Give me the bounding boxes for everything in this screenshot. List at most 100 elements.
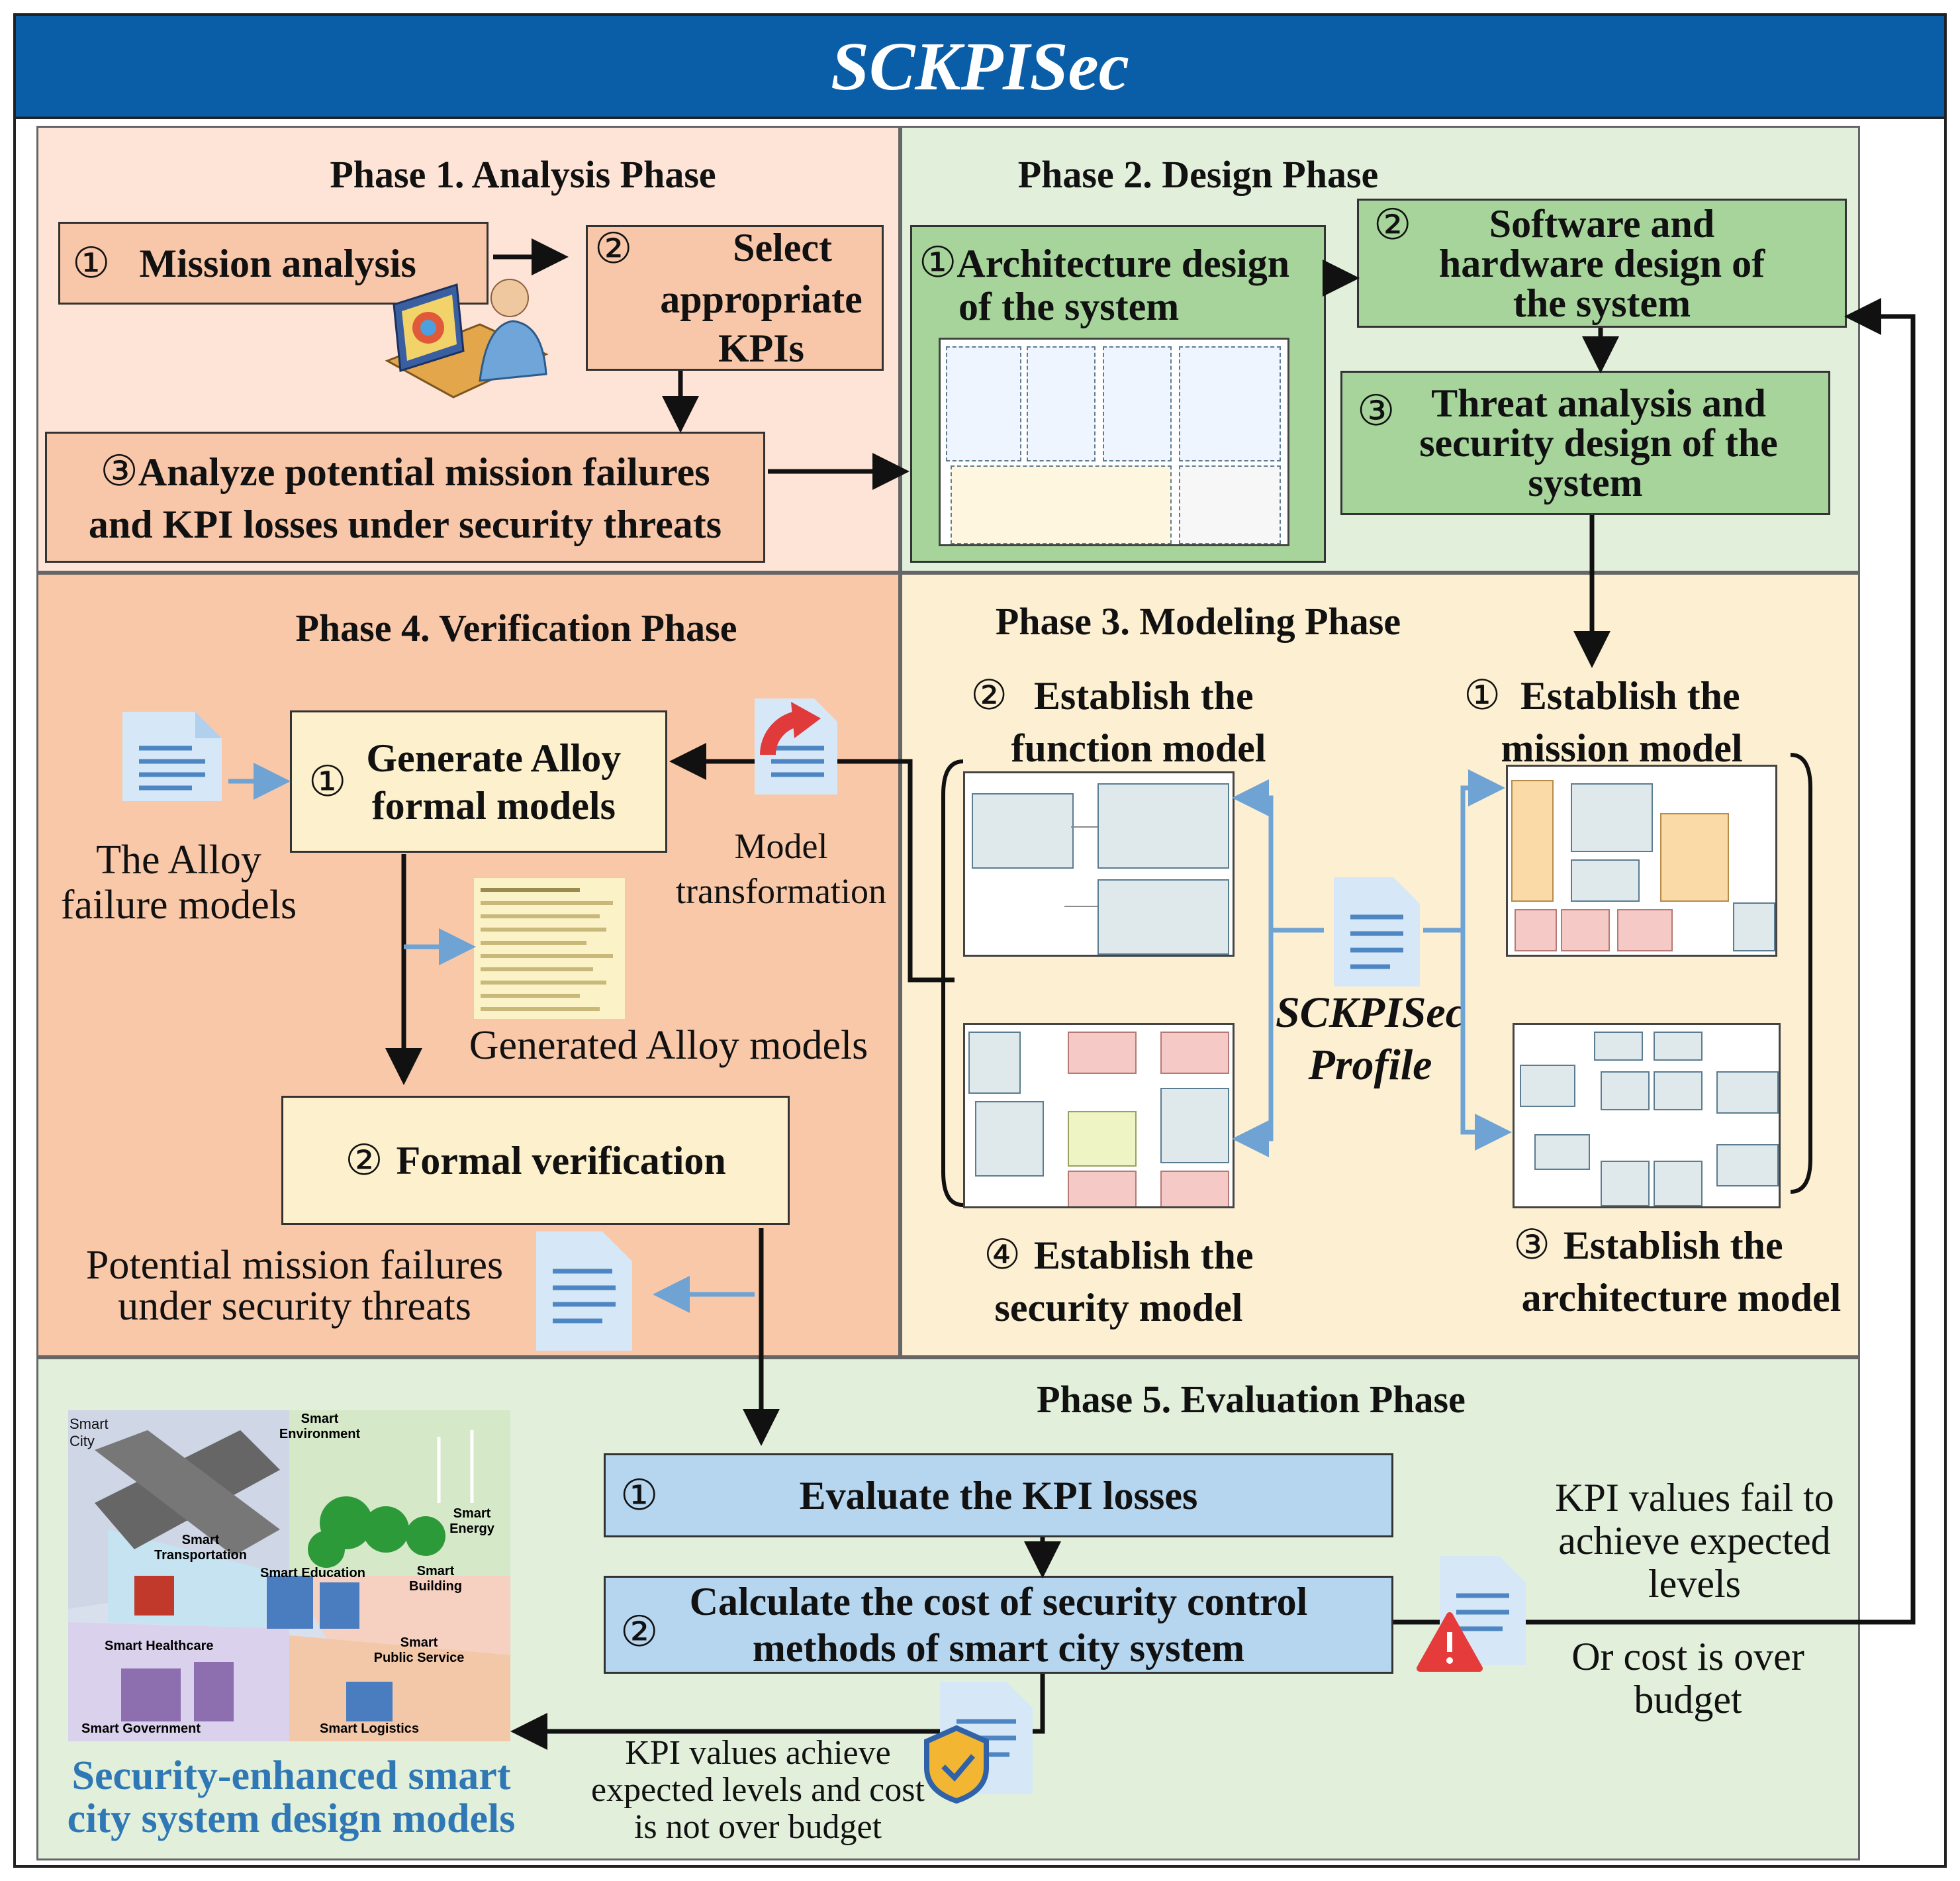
alloy-failure-line1: The Alloy (96, 838, 261, 883)
mission-analysis-box: ① Mission analysis (58, 222, 489, 305)
software-hardware-line3: the system (1513, 281, 1691, 325)
step-number: ② (620, 1608, 659, 1657)
evaluate-kpi-label: Evaluate the KPI losses (799, 1473, 1198, 1518)
calculate-cost-box: ② Calculate the cost of security control… (604, 1576, 1393, 1674)
label-smart-public-service: Smart Public Service (373, 1635, 465, 1665)
arrow-profile-to-mission (1423, 769, 1505, 933)
kpi-ok-label: KPI values achieve expected levels and c… (566, 1734, 950, 1847)
mission-analysis-label: Mission analysis (139, 241, 416, 285)
security-model-thumbnail (963, 1023, 1235, 1208)
architecture-design-line1: Architecture design (957, 242, 1290, 285)
generate-alloy-box: ① Generate Alloy formal models (290, 710, 667, 853)
or-line2: budget (1634, 1677, 1742, 1721)
analyze-failures-box: ③Analyze potential mission failures and … (45, 432, 765, 563)
security-model-label: ④ Establish the security model (947, 1228, 1291, 1333)
model-transform-line2: transformation (676, 871, 886, 911)
result-line1: Security-enhanced smart (71, 1753, 511, 1798)
mission-model-thumbnail (1506, 765, 1777, 957)
title-bar: SCKPISec (13, 13, 1947, 119)
label-smart-transportation: Smart Transportation (154, 1533, 247, 1563)
fail-line3: levels (1648, 1561, 1741, 1606)
select-kpis-box: ② Select appropriate KPIs (586, 225, 884, 371)
label-smart-city: Smart City (70, 1416, 109, 1449)
arrow-profile-to-function (1232, 779, 1324, 933)
phase3-title: Phase 3. Modeling Phase (995, 600, 1401, 643)
mission-model-line1: Establish the (1520, 674, 1740, 718)
mission-model-label: ① Establish the mission model (1417, 669, 1787, 774)
document-icon (536, 1231, 632, 1351)
formal-verification-box: ② Formal verification (281, 1096, 790, 1225)
phase4-title: Phase 4. Verification Phase (295, 606, 737, 650)
software-hardware-box: ② Software and hardware design of the sy… (1357, 199, 1847, 328)
function-model-line2: function model (1011, 726, 1266, 770)
analyze-failures-line2: and KPI losses under security threats (88, 503, 722, 546)
label-smart-education: Smart Education (260, 1566, 365, 1580)
model-transformation-label: Model transformation (669, 824, 894, 914)
label-smart-government: Smart Government (81, 1721, 201, 1736)
step-number: ② (345, 1135, 383, 1185)
security-model-line1: Establish the (1033, 1233, 1254, 1277)
arrow-profile-to-security (1232, 928, 1324, 1157)
step-number: ② (1374, 200, 1412, 250)
select-kpis-line1: Select (733, 226, 832, 269)
failures-line2: under security threats (118, 1284, 471, 1329)
fail-line1: KPI values fail to (1555, 1476, 1834, 1519)
alloy-code-thumbnail (473, 877, 626, 1020)
profile-line1: SCKPISec (1275, 989, 1466, 1037)
sckpisec-profile-label: SCKPISec Profile (1261, 987, 1479, 1091)
security-model-line2: security model (994, 1285, 1243, 1329)
architecture-diagram-thumbnail (939, 338, 1289, 546)
alloy-failure-models-label: The Alloy failure models (40, 838, 318, 928)
select-kpis-line3: KPIs (718, 326, 805, 370)
kpi-fail-label: KPI values fail to achieve expected leve… (1529, 1476, 1860, 1605)
calculate-cost-line2: methods of smart city system (752, 1626, 1245, 1670)
step-number: ③ (1357, 387, 1395, 436)
or-line1: Or cost is over (1571, 1635, 1804, 1678)
result-label: Security-enhanced smart city system desi… (43, 1753, 539, 1841)
step-number: ④ (984, 1230, 1021, 1278)
select-kpis-line2: appropriate (660, 277, 863, 321)
threat-analysis-line3: system (1528, 461, 1643, 505)
label-smart-environment: Smart Environment (279, 1412, 361, 1441)
arrow-cost-to-result (510, 1674, 1045, 1750)
analyze-failures-line1: Analyze potential mission failures (138, 450, 710, 494)
threat-analysis-line1: Threat analysis and (1431, 381, 1766, 425)
generated-alloy-models-label: Generated Alloy models (469, 1023, 868, 1068)
step-number: ② (594, 224, 633, 273)
step-number: ① (308, 757, 347, 806)
label-smart-logistics: Smart Logistics (320, 1721, 420, 1736)
formal-verification-label: Formal verification (396, 1138, 726, 1182)
analyst-illustration (385, 279, 549, 399)
architecture-design-line2: of the system (958, 285, 1180, 328)
software-hardware-line2: hardware design of (1438, 241, 1765, 285)
diagram-title: SCKPISec (831, 28, 1129, 105)
document-icon (1334, 877, 1420, 987)
document-icon (122, 712, 222, 801)
left-bracket (941, 759, 964, 1207)
phase1-title: Phase 1. Analysis Phase (330, 153, 716, 196)
phase2-title: Phase 2. Design Phase (1017, 153, 1379, 196)
function-model-thumbnail (963, 771, 1235, 957)
smart-city-illustration: Smart City Smart Environment Smart Energ… (68, 1410, 510, 1741)
ok-line3: is not over budget (633, 1808, 882, 1847)
alloy-failure-line2: failure models (60, 883, 297, 928)
generate-alloy-line2: formal models (371, 783, 616, 828)
failures-line1: Potential mission failures (85, 1243, 504, 1288)
step-number: ② (970, 671, 1007, 719)
label-smart-energy: Smart Energy (449, 1506, 494, 1536)
step-number: ③ (100, 447, 138, 496)
potential-failures-label: Potential mission failures under securit… (56, 1245, 533, 1327)
warning-document-icon (1417, 1556, 1526, 1672)
calculate-cost-line1: Calculate the cost of security control (689, 1580, 1308, 1623)
step-number: ① (1464, 671, 1501, 719)
model-transform-line1: Model (734, 826, 828, 866)
document-icon (755, 699, 837, 795)
label-smart-building: Smart Building (409, 1564, 462, 1594)
fail-line2: achieve expected (1558, 1518, 1831, 1563)
arrow-profile-to-architecture (1423, 928, 1512, 1151)
mission-model-line2: mission model (1501, 726, 1743, 770)
threat-analysis-line2: security design of the (1419, 421, 1778, 465)
